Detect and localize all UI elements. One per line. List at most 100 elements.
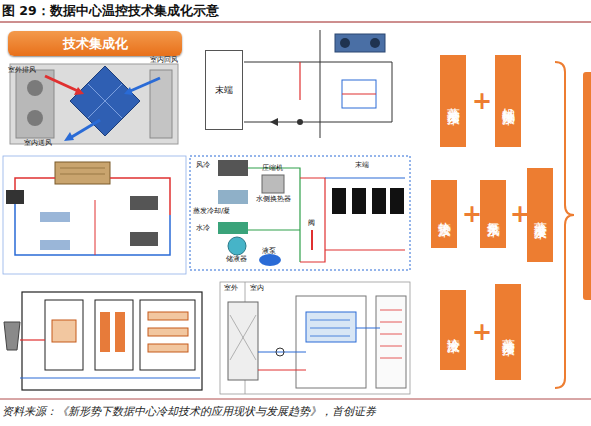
terminal-loop-panel-part xyxy=(270,118,278,126)
hybrid-cooling-panel-part xyxy=(248,168,300,262)
terminal-loop-panel-part xyxy=(340,38,350,48)
refrigerant-loop-panel-part xyxy=(40,240,70,250)
technology-box: 蒸发冷却技术 xyxy=(495,284,521,380)
component-label: 压缩机 xyxy=(262,165,283,172)
zone-label: 室外 xyxy=(224,285,238,292)
building-cooling-panel-part xyxy=(45,300,83,370)
terminal-loop-panel xyxy=(244,30,392,138)
node-text: 液冷技术 xyxy=(447,328,460,332)
zone-label: 室内 xyxy=(250,285,264,292)
air-handler-panel-part xyxy=(70,120,100,138)
technology-box: 氟泵技术 xyxy=(480,180,506,248)
terminal-loop-panel-part xyxy=(299,62,300,100)
building-cooling-panel-part xyxy=(20,339,45,340)
plus-sign: + xyxy=(472,89,492,113)
caption-rule-part xyxy=(0,399,591,400)
node-text: 热管技术 xyxy=(438,212,451,216)
building-cooling-panel-part xyxy=(20,377,200,378)
liquid-cooling-panel-part xyxy=(306,312,356,342)
building-cooling-panel-part xyxy=(22,292,202,390)
node-text: 蒸发冷却技术 xyxy=(447,98,460,104)
hybrid-cooling-panel-part xyxy=(262,175,284,193)
liquid-cooling-panel-part xyxy=(228,302,258,380)
liquid-cooling-panel-part xyxy=(276,348,284,356)
air-handler-panel-part xyxy=(27,80,43,96)
plus-sign: + xyxy=(510,202,530,226)
terminal-loop-panel-part xyxy=(244,122,392,123)
liquid-cooling-panel-part xyxy=(296,296,366,388)
hybrid-cooling-panel-part xyxy=(325,249,405,250)
hybrid-cooling-panel-part xyxy=(218,222,248,234)
technology-box: 蒸发冷凝技术 xyxy=(527,168,553,262)
refrigerant-loop-panel-part xyxy=(3,156,186,274)
component-label: 阀 xyxy=(308,220,315,227)
component-label: 末端 xyxy=(355,162,369,169)
component-label: 风冷 xyxy=(196,162,210,169)
liquid-cooling-panel xyxy=(220,282,410,394)
liquid-cooling-panel-part xyxy=(376,296,406,388)
component-label: 储液器 xyxy=(226,256,247,263)
technology-box: 蒸发冷却技术 xyxy=(440,55,466,147)
liquid-cooling-panel-part xyxy=(356,328,380,329)
hybrid-cooling-panel-part xyxy=(390,188,404,214)
technology-box: 机械制冷技术 xyxy=(495,55,521,147)
source-caption: 资料来源：《新形势下数据中心冷却技术的应用现状与发展趋势》，首创证券 xyxy=(2,404,376,419)
liquid-cooling-panel-part xyxy=(230,315,256,360)
refrigerant-loop-panel-part xyxy=(15,178,55,190)
refrigerant-loop-panel xyxy=(3,156,186,274)
component-label: 液泵 xyxy=(262,248,276,255)
liquid-cooling-panel-part xyxy=(380,310,402,358)
node-text: 蒸发冷却技术 xyxy=(502,329,515,335)
refrigerant-loop-panel-part xyxy=(130,232,158,246)
plus-sign: + xyxy=(472,320,492,344)
title-rule-part xyxy=(0,22,591,23)
liquid-cooling-panel-part xyxy=(310,320,350,336)
title-rule xyxy=(0,22,591,23)
air-handler-panel-part xyxy=(45,76,80,92)
liquid-cooling-panel-part xyxy=(230,315,256,360)
refrigerant-loop-panel-part xyxy=(60,174,105,175)
refrigerant-loop-panel-part xyxy=(15,190,170,255)
node-text: 末端 xyxy=(215,84,233,97)
airflow-label: 室外排风 xyxy=(8,67,36,74)
technology-box: 液冷技术 xyxy=(440,290,466,370)
terminal-loop-panel-part xyxy=(244,62,392,63)
hybrid-cooling-panel-part xyxy=(190,156,410,270)
refrigerant-loop-panel-part xyxy=(110,178,170,215)
hybrid-cooling-panel xyxy=(190,156,410,270)
air-handler-panel-part xyxy=(10,64,178,144)
header-box: 技术集成化 xyxy=(8,31,182,56)
building-cooling-panel-part xyxy=(148,344,188,352)
node-text: 蒸发冷凝技术 xyxy=(534,212,547,218)
result-box-edge-part xyxy=(583,72,591,300)
hybrid-cooling-panel-part xyxy=(228,237,246,255)
air-handler-panel-part xyxy=(88,84,122,118)
hybrid-cooling-panel-part xyxy=(218,160,248,176)
component-label: 蒸发冷却/凝 xyxy=(193,208,230,215)
air-handler-panel-part xyxy=(70,66,140,136)
hybrid-cooling-panel-part xyxy=(325,177,405,178)
terminal-loop-panel-part xyxy=(370,38,380,48)
integration-bracket xyxy=(555,62,574,388)
hybrid-cooling-panel-part xyxy=(218,190,248,204)
hybrid-cooling-panel-part xyxy=(352,188,366,214)
building-cooling-panel-part xyxy=(100,312,110,352)
building-cooling-panel-part xyxy=(148,312,188,320)
hybrid-cooling-panel-part xyxy=(372,188,386,214)
node-text: 技术集成化 xyxy=(63,35,128,53)
figure-title: 图 29：数据中心温控技术集成化示意 xyxy=(2,3,219,20)
terminal-loop-panel-part xyxy=(342,93,376,94)
caption-rule xyxy=(0,399,591,400)
liquid-cooling-panel-part xyxy=(258,352,306,353)
building-cooling-panel-part xyxy=(4,322,20,350)
liquid-cooling-panel-part xyxy=(220,282,410,394)
liquid-cooling-panel-part xyxy=(258,370,306,371)
terminal-loop-panel-part xyxy=(320,30,321,138)
air-handler-panel-part xyxy=(128,78,160,92)
airflow-label: 室内回风 xyxy=(150,57,178,64)
air-handler-panel-part xyxy=(64,132,74,141)
hybrid-cooling-panel-part xyxy=(259,254,281,266)
refrigerant-loop-panel-part xyxy=(95,200,96,255)
terminal-box: 末端 xyxy=(205,50,243,130)
